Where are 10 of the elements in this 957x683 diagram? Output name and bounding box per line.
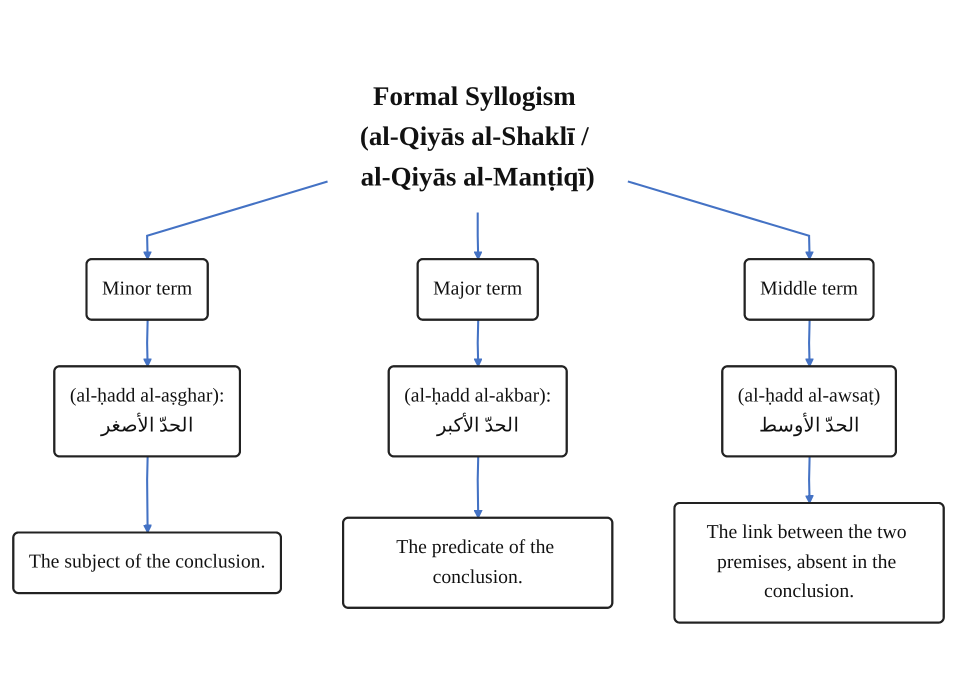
node-text: Formal Syllogism (al-Qiyās al-Shaklī / al-Qiyās al-Manṭiqī) — [360, 81, 595, 192]
arrow — [474, 320, 483, 368]
arrow — [474, 456, 483, 519]
arrow — [142, 180, 328, 260]
arrow — [143, 456, 152, 534]
arrow — [804, 320, 814, 368]
arrow — [804, 456, 814, 504]
arrow — [474, 212, 483, 260]
arrow — [142, 320, 152, 368]
arrow — [628, 180, 814, 260]
